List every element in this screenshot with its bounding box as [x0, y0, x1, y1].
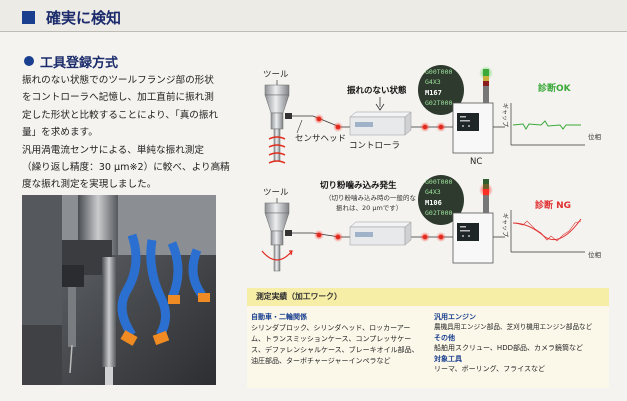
- category-automotive-line: ス、デファレンシャルケース、ブレーキオイル部品、: [251, 346, 419, 354]
- description-line: （繰り返し精度：30 µm※2）に較べ、より高精: [22, 162, 230, 174]
- ng-tool-icon: [261, 202, 293, 272]
- ng-tool-label: ツール: [263, 188, 289, 198]
- ok-result-label: 診断OK: [538, 82, 572, 94]
- category-tools-line: リーマ、ボーリング、フライスなど: [434, 365, 545, 373]
- results-heading: 測定実績（加工ワーク）: [256, 292, 342, 301]
- ng-controller-icon: [349, 221, 412, 246]
- description-line: 振れのない状態でのツールフランジ部の形状: [22, 75, 214, 86]
- section-title: 工具登録方式: [40, 56, 119, 71]
- ok-sensor-label: センサヘッド: [295, 134, 346, 144]
- description-line: 量」を求めます。: [22, 127, 98, 139]
- header-square-icon: [22, 11, 35, 24]
- category-other: その他: [434, 334, 455, 342]
- svg-text:G02T000: G02T000: [425, 209, 452, 217]
- ok-waveform-chart: [510, 103, 585, 146]
- ng-code-bubble: G00T000 G4X3 M106 G02T000: [418, 175, 464, 225]
- ok-sensor-head: [285, 113, 292, 119]
- ng-waveform-chart: [510, 210, 585, 253]
- svg-text:M167: M167: [425, 89, 442, 97]
- description-line: をコントローラへ記憶し、加工直前に振れ測: [22, 92, 214, 104]
- category-automotive: 自動車・二輪関係: [251, 313, 307, 321]
- ok-tool-icon: [264, 84, 290, 164]
- ok-axis-x: 位相: [588, 132, 602, 141]
- ng-state-note: （切り粉噛み込み時の一般的な: [325, 193, 417, 202]
- ok-state-label: 振れのない状態: [347, 85, 407, 96]
- category-tools: 対象工具: [434, 355, 462, 363]
- ng-state-label: 切り粉噛み込み発生: [320, 180, 397, 191]
- ok-axis-y: ギャップ: [501, 103, 508, 127]
- section-bullet-icon: [24, 56, 34, 66]
- category-automotive-line: ム、トランスミッションケース、コンプレッサケー: [251, 335, 412, 343]
- ok-nc-unit: [452, 66, 494, 154]
- svg-text:G4X3: G4X3: [425, 188, 441, 196]
- ng-nc-unit: [452, 179, 494, 264]
- ng-signal-dots: [314, 230, 446, 242]
- page-title: 確実に検知: [46, 9, 122, 27]
- description-text: 振れのない状態でのツールフランジ部の形状 をコントローラへ記憶し、加工直前に振れ…: [22, 72, 230, 194]
- measurement-diagram: ツール センサヘッド 振れのない状態 コントローラ G00T000 G4X3 M…: [261, 65, 602, 272]
- machining-photo: [22, 195, 216, 385]
- ok-controller-icon: [349, 111, 412, 136]
- ok-tool-label: ツール: [263, 70, 289, 80]
- category-automotive-line: シリンダブロック、シリンダヘッド、ロッカーアー: [251, 324, 411, 332]
- category-engine: 汎用エンジン: [434, 313, 476, 321]
- category-engine-line: 農機具用エンジン部品、芝刈り機用エンジン部品など: [434, 323, 593, 331]
- svg-text:G00T000: G00T000: [425, 178, 452, 186]
- ok-signal-dots: [314, 114, 446, 132]
- svg-text:G02T000: G02T000: [425, 99, 452, 107]
- ok-code-bubble: G00T000 G4X3 M167 G02T000: [418, 65, 464, 115]
- svg-text:G00T000: G00T000: [425, 68, 452, 76]
- ok-nc-label: NC: [470, 157, 482, 167]
- results-header: 測定実績（加工ワーク）: [247, 288, 609, 306]
- category-other-line: 船舶用スクリュー、HDD部品、カメラ鏡筒など: [434, 344, 583, 352]
- ng-axis-y: ギャップ: [501, 213, 508, 237]
- svg-text:M106: M106: [425, 199, 442, 207]
- ng-sensor-head: [285, 230, 292, 236]
- ok-controller-label: コントローラ: [349, 141, 400, 151]
- category-automotive-line: 油圧部品、ターボチャージャーインペラなど: [251, 357, 391, 365]
- page-header: 確実に検知: [0, 0, 627, 32]
- ng-result-label: 診断 NG: [535, 199, 571, 211]
- description-line: 度な振れ測定を実現しました。: [22, 179, 157, 191]
- description-line: 汎用渦電流センサによる、単純な振れ測定: [22, 144, 204, 156]
- ng-state-note: 振れは、20 µmです）: [336, 203, 402, 212]
- ng-axis-x: 位相: [588, 250, 602, 259]
- description-line: 定した形状と比較することにより、「真の振れ: [22, 109, 219, 121]
- results-panel: 測定実績（加工ワーク） 自動車・二輪関係 シリンダブロック、シリンダヘッド、ロッ…: [247, 288, 609, 388]
- svg-text:G4X3: G4X3: [425, 78, 441, 86]
